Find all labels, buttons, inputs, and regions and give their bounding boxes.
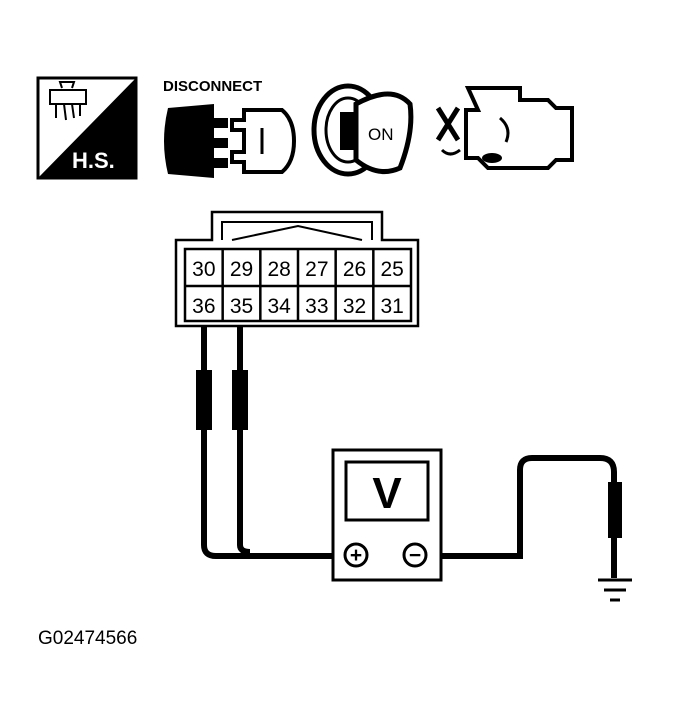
connector-top-row: 30 29 28 27 26 25 — [192, 258, 404, 281]
disconnect-icon: DISCONNECT — [163, 78, 297, 178]
pin-label: 29 — [230, 258, 253, 281]
positive-symbol: + — [350, 544, 362, 567]
positive-terminal-icon — [343, 542, 369, 568]
disconnect-label: DISCONNECT — [163, 78, 262, 95]
hs-label: H.S. — [72, 148, 115, 173]
pin-label: 36 — [192, 295, 215, 318]
pin-label: 30 — [192, 258, 215, 281]
pin-label: 32 — [343, 295, 366, 318]
pin-label: 25 — [380, 258, 403, 281]
pin-label: 28 — [267, 258, 290, 281]
ignition-on-label: ON — [368, 125, 394, 144]
pin-label: 33 — [305, 295, 328, 318]
figure-id: G02474566 — [38, 628, 137, 649]
pin-label: 31 — [380, 295, 403, 318]
pin-label: 34 — [267, 295, 291, 318]
probe-wires — [196, 326, 622, 578]
voltmeter: V + − — [331, 448, 443, 582]
probe-tip-right — [232, 370, 248, 430]
ground-icon — [598, 578, 632, 602]
pin-label: 27 — [305, 258, 328, 281]
harness-side-icon: H.S. — [36, 76, 138, 180]
connector-bottom-row: 36 35 34 33 32 31 — [192, 295, 404, 318]
negative-terminal-icon — [402, 542, 428, 568]
voltmeter-label: V — [372, 469, 402, 518]
probe-tip-left — [196, 370, 212, 430]
ground-probe-tip — [608, 482, 622, 538]
ignition-key-icon: ON — [311, 83, 414, 177]
engine-icon — [435, 86, 574, 170]
pin-label: 26 — [343, 258, 366, 281]
connector: 30 29 28 27 26 25 36 35 34 33 32 31 — [174, 210, 420, 328]
pin-label: 35 — [230, 295, 253, 318]
negative-symbol: − — [409, 544, 421, 567]
